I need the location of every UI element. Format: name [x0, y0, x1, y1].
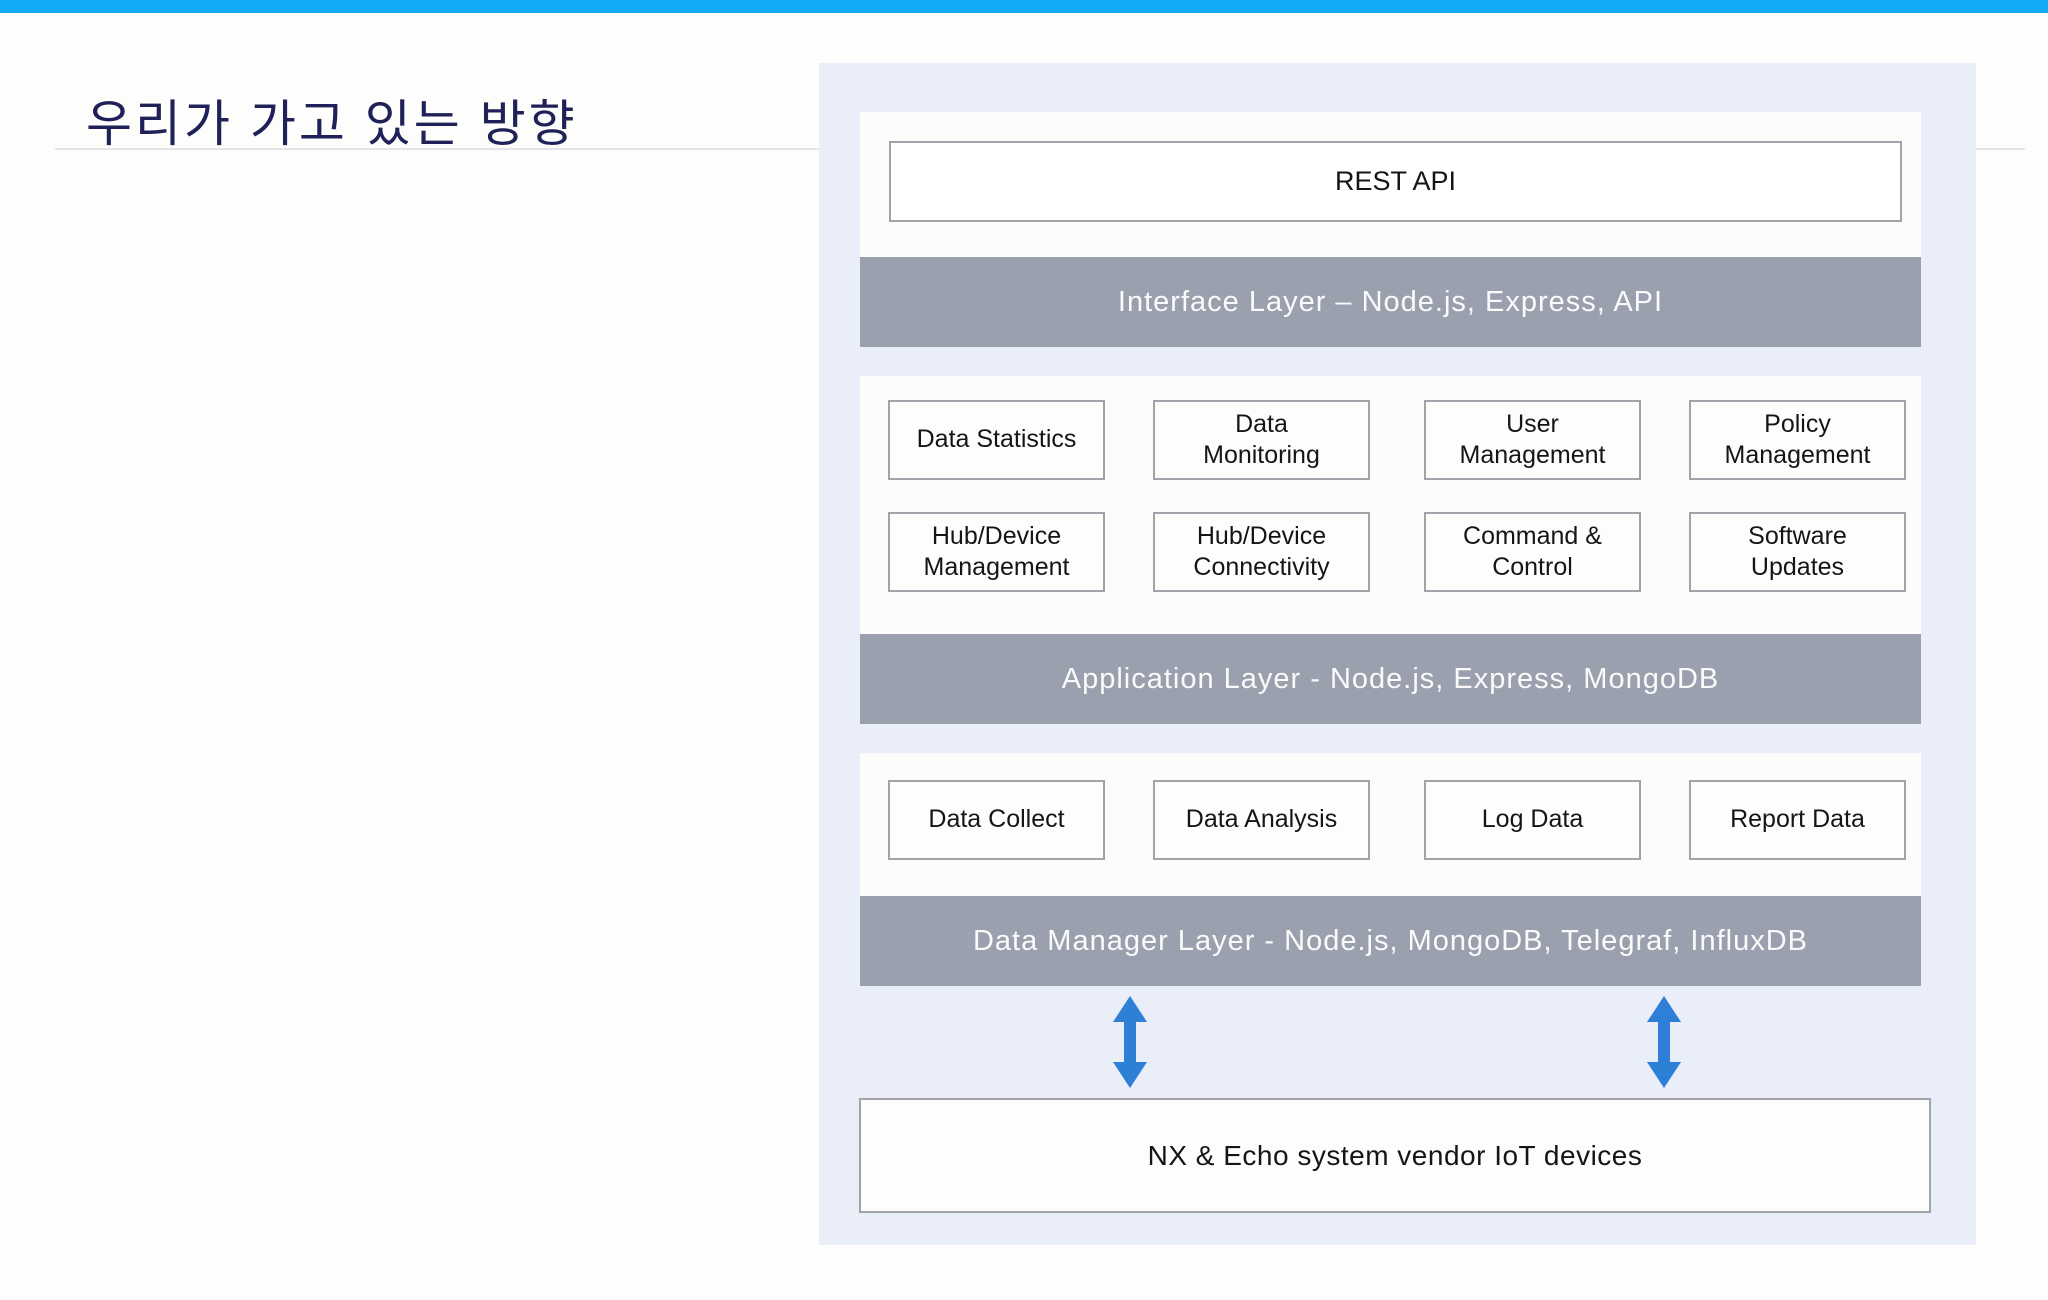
module-box-log-data: Log Data	[1424, 780, 1641, 860]
module-box-hub-device-connectivity: Hub/Device Connectivity	[1153, 512, 1370, 592]
module-box-policy-management: Policy Management	[1689, 400, 1906, 480]
module-box-command-control: Command & Control	[1424, 512, 1641, 592]
data-manager-modules-section: Data Collect Data Analysis Log Data Repo…	[860, 753, 1921, 896]
slide-title: 우리가 가고 있는 방향	[86, 96, 578, 152]
rest-api-box: REST API	[889, 141, 1902, 222]
module-box-data-analysis: Data Analysis	[1153, 780, 1370, 860]
module-box-user-management: User Management	[1424, 400, 1641, 480]
module-box-data-monitoring: Data Monitoring	[1153, 400, 1370, 480]
updown-arrow-icon	[1113, 996, 1147, 1088]
architecture-panel: REST API Interface Layer – Node.js, Expr…	[819, 63, 1976, 1245]
application-layer-bar: Application Layer - Node.js, Express, Mo…	[860, 634, 1921, 724]
module-box-hub-device-management: Hub/Device Management	[888, 512, 1105, 592]
module-box-software-updates: Software Updates	[1689, 512, 1906, 592]
iot-devices-box: NX & Echo system vendor IoT devices	[859, 1098, 1931, 1213]
data-manager-layer-bar: Data Manager Layer - Node.js, MongoDB, T…	[860, 896, 1921, 986]
module-box-data-statistics: Data Statistics	[888, 400, 1105, 480]
interface-layer-bar: Interface Layer – Node.js, Express, API	[860, 257, 1921, 347]
updown-arrow-icon	[1647, 996, 1681, 1088]
top-accent-bar	[0, 0, 2048, 13]
rest-api-section: REST API	[860, 112, 1921, 257]
module-box-report-data: Report Data	[1689, 780, 1906, 860]
application-modules-section: Data Statistics Data Monitoring User Man…	[860, 376, 1921, 634]
module-box-data-collect: Data Collect	[888, 780, 1105, 860]
